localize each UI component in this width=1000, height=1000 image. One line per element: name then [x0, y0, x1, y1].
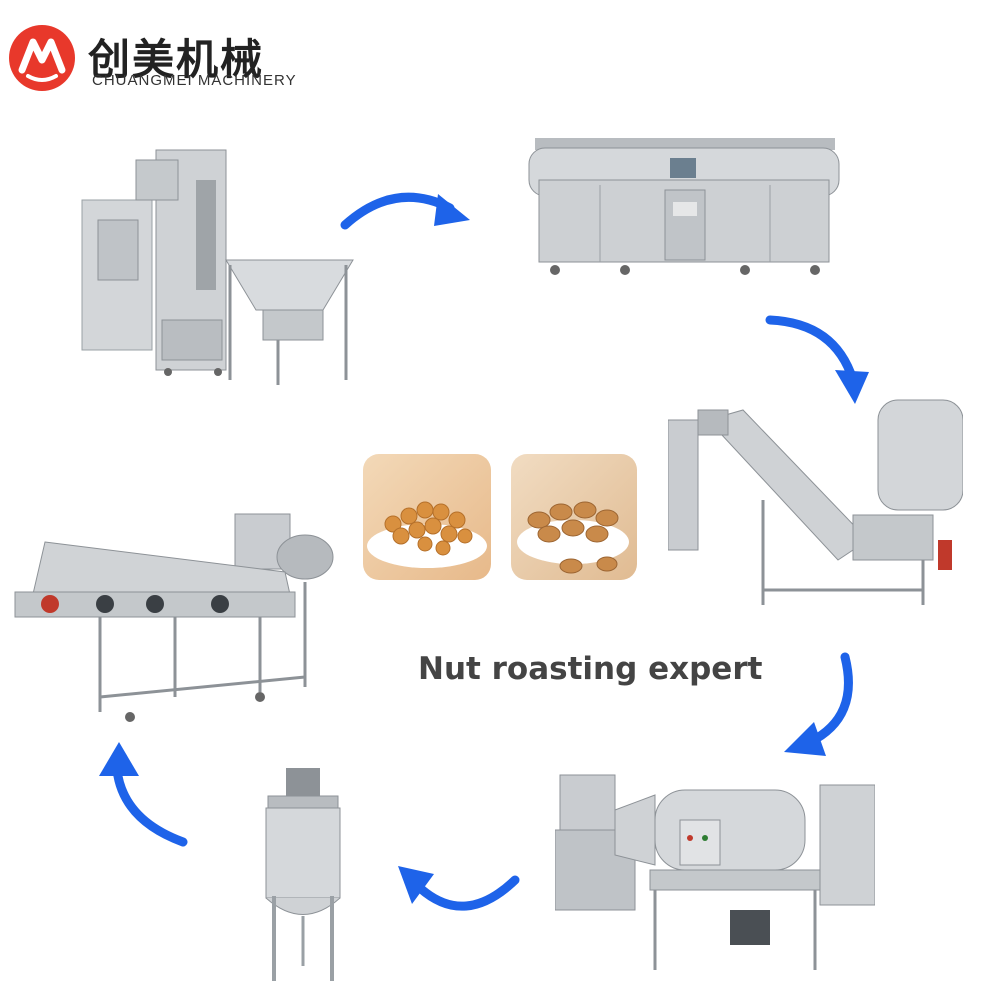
product-photo-broad-beans — [511, 454, 637, 580]
logo-mark-icon — [9, 25, 75, 91]
machine-seasoning-drum — [555, 770, 875, 980]
brand-logo — [6, 22, 78, 94]
brand-name-en: CHUANGMEI MACHINERY — [92, 72, 297, 89]
flow-arrow-icon — [398, 866, 520, 911]
flow-arrow-icon — [340, 192, 470, 230]
machine-elevator-hopper — [78, 140, 358, 385]
machine-mixing-tank — [258, 766, 348, 988]
machine-continuous-fryer — [5, 512, 335, 727]
flow-arrow-2 — [765, 308, 875, 408]
flow-arrow-icon — [765, 315, 869, 404]
flow-arrow-5 — [95, 740, 190, 850]
flow-arrow-icon — [99, 742, 188, 847]
brand-name-cn: 创美机械 — [88, 35, 265, 84]
flow-arrow-1 — [340, 180, 475, 240]
flow-arrow-3 — [780, 652, 860, 762]
machine-continuous-roaster — [525, 130, 855, 280]
flow-arrow-icon — [784, 652, 853, 756]
machine-inclined-conveyor — [668, 390, 963, 615]
flow-arrow-4 — [390, 858, 520, 918]
product-photo-chickpeas — [363, 454, 491, 580]
tagline: Nut roasting expert — [418, 651, 763, 687]
